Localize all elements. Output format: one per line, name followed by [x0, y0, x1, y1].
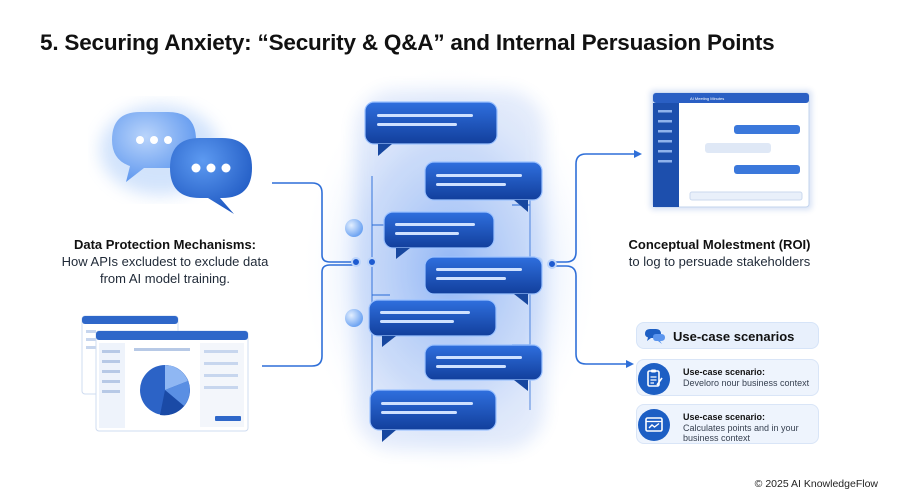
- left-lower-connector: [262, 264, 356, 367]
- bubble-1: [364, 101, 498, 156]
- use-case-title: Use-case scenario:: [683, 412, 766, 422]
- use-case-body: Develoro nour business context: [683, 378, 810, 388]
- message-bubbles: [364, 101, 543, 442]
- use-case-title: Use-case scenario:: [683, 367, 766, 377]
- chat-icon: [645, 329, 665, 344]
- app-window-title: AI Meeting Minutes: [690, 96, 724, 101]
- page-title: 5. Securing Anxiety: “Security & Q&A” an…: [40, 30, 775, 55]
- copyright-footer: © 2025 AI KnowledgeFlow: [754, 478, 878, 490]
- orb-lower: [345, 309, 363, 327]
- arrow-head-upper: [634, 150, 642, 158]
- chat-bubbles-icon: [100, 105, 252, 214]
- app-window-illustration: AI Meeting Minutes: [650, 90, 812, 210]
- data-protection-body: How APIs excludest to exclude data from …: [61, 254, 269, 286]
- right-lower-connector: [552, 265, 630, 365]
- roi-text: Conceptual Molestment (ROI) to log to pe…: [612, 236, 827, 270]
- use-case-body: Calculates points and in your business c…: [683, 423, 799, 443]
- dashboard-windows: [81, 315, 249, 432]
- node-left-upper: [351, 257, 361, 267]
- left-upper-connector: [272, 182, 356, 263]
- use-case-header-label: Use-case scenarios: [673, 329, 795, 344]
- use-case-card: Use-case scenario: Develoro nour busines…: [636, 359, 819, 396]
- bubble-2: [424, 161, 543, 212]
- data-protection-text: Data Protection Mechanisms: How APIs exc…: [60, 236, 270, 287]
- roi-heading: Conceptual Molestment (ROI): [628, 237, 811, 252]
- orb-upper: [345, 219, 363, 237]
- pie-chart-icon: [140, 365, 190, 416]
- node-right-2: [547, 259, 557, 269]
- use-case-card: Use-case scenario: Calculates points and…: [636, 404, 819, 444]
- data-protection-heading: Data Protection Mechanisms:: [73, 237, 257, 252]
- browser-chart-icon: [638, 409, 670, 441]
- node-left-lower: [367, 257, 377, 267]
- bubble-4: [424, 256, 543, 305]
- use-case-header: Use-case scenarios: [636, 322, 819, 349]
- right-upper-connector: [552, 153, 637, 263]
- bubble-3: [383, 211, 495, 259]
- roi-body: to log to persuade stakeholders: [628, 254, 811, 269]
- bubble-6: [424, 344, 543, 391]
- clipboard-icon: [638, 363, 670, 395]
- bubble-7: [369, 389, 497, 442]
- arrow-head-lower: [626, 360, 634, 368]
- bubble-5: [368, 299, 497, 347]
